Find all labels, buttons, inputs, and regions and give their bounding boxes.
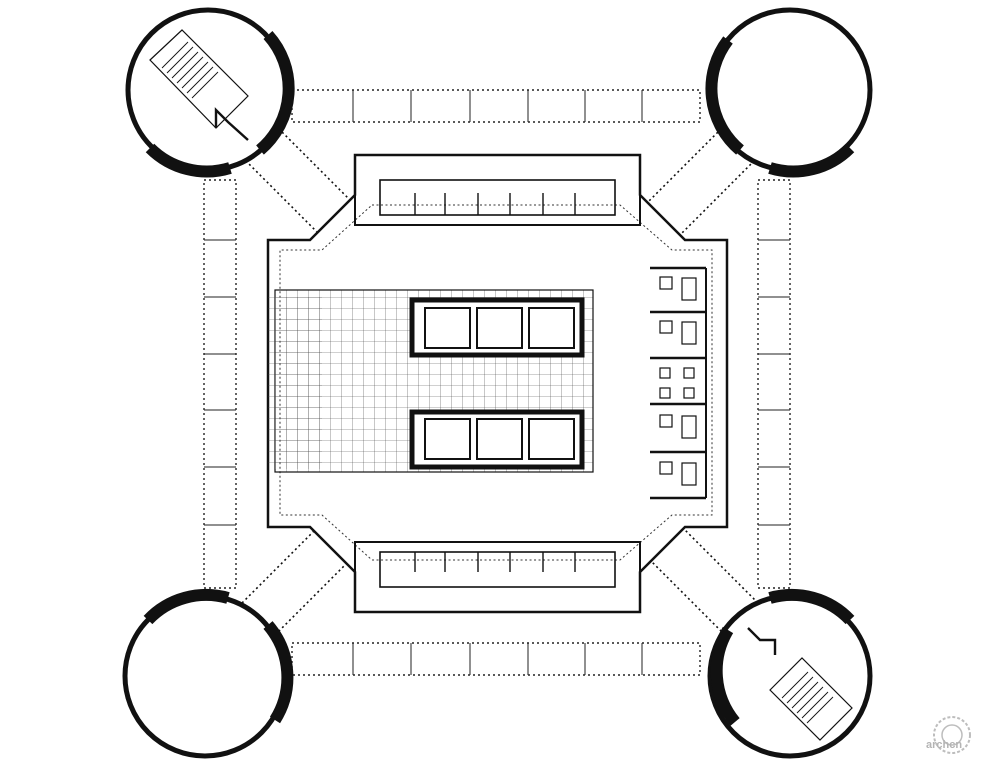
east-office-bays — [650, 266, 707, 500]
tower-north-east — [705, 7, 873, 178]
watermark-text: archcn — [926, 739, 963, 751]
outer-perimeter-frame — [203, 89, 791, 676]
tower-south-east — [707, 588, 873, 759]
tower-north-west — [125, 7, 295, 178]
elevator-core-north — [409, 297, 585, 358]
sun-logo-icon — [933, 716, 971, 754]
watermark-logo: archcn — [922, 709, 982, 763]
stair-north-west — [149, 29, 249, 141]
elevator-core-south — [409, 409, 585, 470]
tower-south-west — [122, 588, 294, 759]
top-service-strip — [354, 154, 641, 226]
perimeter-frame-dividers — [204, 90, 790, 675]
stair-south-east — [747, 627, 853, 741]
bottom-service-strip — [354, 541, 641, 613]
